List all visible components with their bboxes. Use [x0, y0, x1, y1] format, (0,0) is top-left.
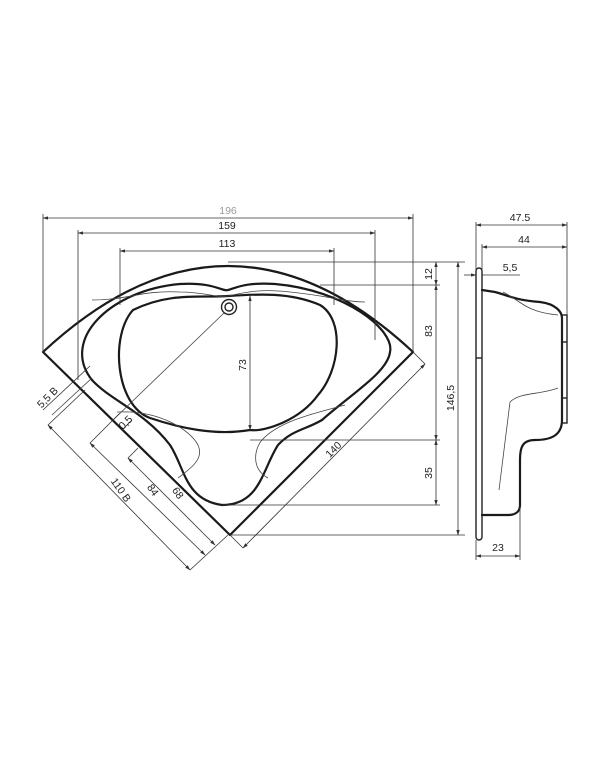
dim-rim-thickness: 5,5	[503, 262, 518, 274]
dim-edge-offset: 5,5 B	[35, 385, 61, 411]
rim-contour	[91, 290, 366, 303]
bath-rim-inner	[81, 282, 392, 422]
dim-overall-width: 196	[219, 205, 237, 217]
dim-side-step: 0,5	[116, 413, 135, 432]
bath-basin	[117, 293, 338, 434]
dim-rim-width: 159	[218, 220, 236, 232]
dim-foot-width: 23	[492, 542, 504, 554]
seat-contour-right	[255, 404, 346, 479]
dim-rim-depth: 12	[423, 268, 435, 280]
plan-view	[41, 264, 415, 537]
side-profile	[480, 288, 564, 517]
side-view: 47.5 44 5,5 23	[464, 212, 568, 560]
dim-side-overall: 47.5	[510, 212, 531, 224]
dim-side-body: 44	[518, 234, 530, 246]
dim-total-depth: 146,5	[445, 385, 457, 411]
dim-side-inner: 68	[169, 485, 186, 502]
dim-basin-length: 73	[237, 359, 249, 371]
drain-icon	[220, 298, 238, 316]
dim-basin-depth: 83	[423, 325, 435, 337]
dim-side-mid: 84	[144, 482, 161, 499]
dim-seat-depth: 35	[423, 467, 435, 479]
dim-basin-width: 113	[219, 238, 236, 250]
dim-diagonal: 140	[323, 439, 344, 460]
bath-outer-outline	[41, 264, 415, 537]
